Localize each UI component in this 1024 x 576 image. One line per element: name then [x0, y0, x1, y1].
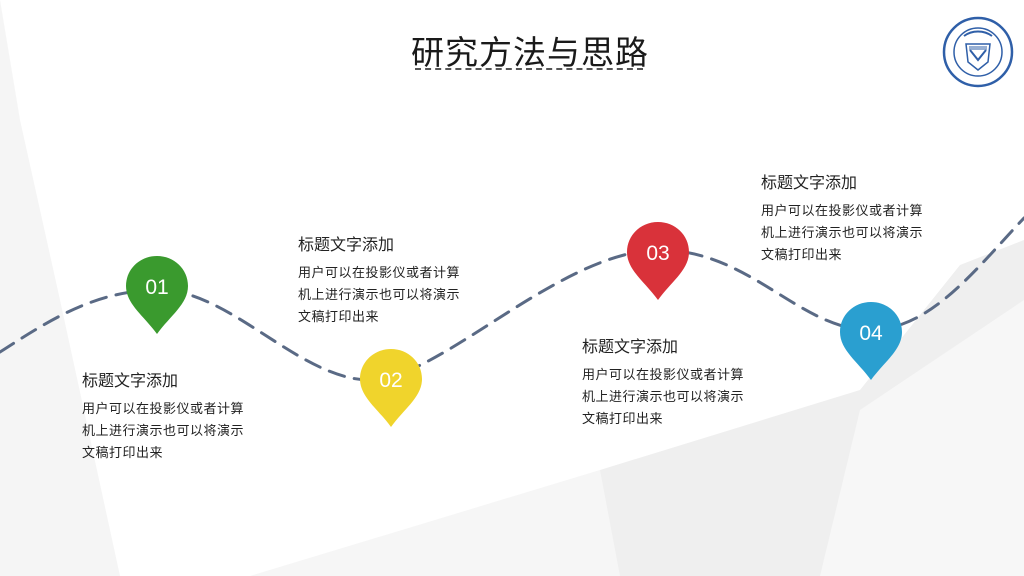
step-marker-03: 03: [625, 220, 691, 304]
step-description: 用户可以在投影仪或者计算 机上进行演示也可以将演示 文稿打印出来: [582, 365, 782, 431]
map-pin-icon: [627, 222, 689, 300]
step-text-03: 标题文字添加 用户可以在投影仪或者计算 机上进行演示也可以将演示 文稿打印出来: [582, 337, 782, 431]
university-seal-icon: [942, 16, 1014, 88]
step-heading: 标题文字添加: [82, 371, 179, 390]
description-line: 机上进行演示也可以将演示: [582, 390, 745, 405]
step-heading: 标题文字添加: [761, 173, 858, 192]
page-title: 研究方法与思路: [411, 33, 649, 72]
step-marker-02: 02: [358, 347, 424, 431]
description-line: 文稿打印出来: [82, 446, 164, 461]
step-number: 02: [379, 369, 403, 392]
description-line: 机上进行演示也可以将演示: [82, 424, 245, 439]
step-description: 用户可以在投影仪或者计算 机上进行演示也可以将演示 文稿打印出来: [82, 399, 282, 465]
step-marker-01: 01: [124, 254, 190, 338]
step-text-02: 标题文字添加 用户可以在投影仪或者计算 机上进行演示也可以将演示 文稿打印出来: [298, 235, 498, 329]
step-heading: 标题文字添加: [582, 337, 679, 356]
step-text-04: 标题文字添加 用户可以在投影仪或者计算 机上进行演示也可以将演示 文稿打印出来: [761, 173, 961, 267]
description-line: 文稿打印出来: [582, 412, 664, 427]
map-pin-icon: [840, 302, 902, 380]
description-line: 用户可以在投影仪或者计算: [582, 368, 745, 383]
map-pin-icon: [360, 349, 422, 427]
map-pin-icon: [126, 256, 188, 334]
step-text-01: 标题文字添加 用户可以在投影仪或者计算 机上进行演示也可以将演示 文稿打印出来: [82, 371, 282, 465]
description-line: 机上进行演示也可以将演示: [298, 288, 461, 303]
step-description: 用户可以在投影仪或者计算 机上进行演示也可以将演示 文稿打印出来: [761, 201, 961, 267]
step-description: 用户可以在投影仪或者计算 机上进行演示也可以将演示 文稿打印出来: [298, 263, 498, 329]
step-marker-04: 04: [838, 300, 904, 384]
description-line: 用户可以在投影仪或者计算: [298, 266, 461, 281]
step-number: 01: [145, 276, 169, 299]
title-underline: [415, 68, 643, 70]
step-number: 03: [646, 242, 670, 265]
description-line: 机上进行演示也可以将演示: [761, 226, 924, 241]
step-number: 04: [859, 322, 883, 345]
description-line: 文稿打印出来: [761, 248, 843, 263]
description-line: 用户可以在投影仪或者计算: [761, 204, 924, 219]
description-line: 用户可以在投影仪或者计算: [82, 402, 245, 417]
description-line: 文稿打印出来: [298, 310, 380, 325]
step-heading: 标题文字添加: [298, 235, 395, 254]
